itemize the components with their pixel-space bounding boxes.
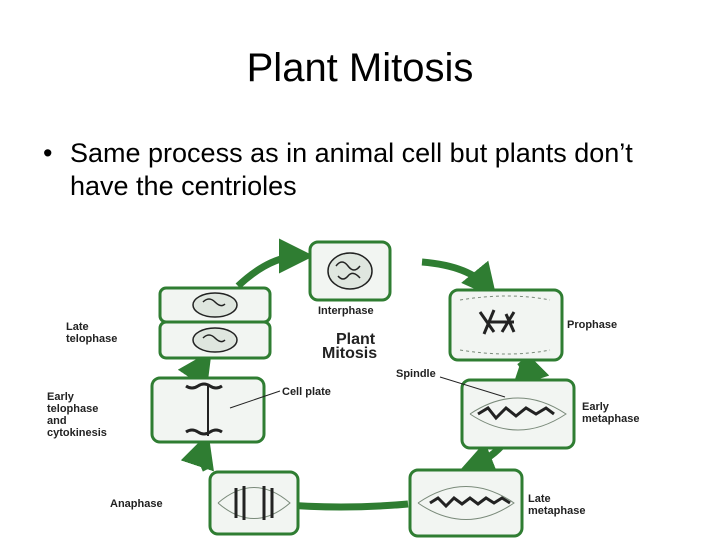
- label-late-telophase-line2: telophase: [66, 333, 117, 345]
- label-early-metaphase-line2: metaphase: [582, 413, 639, 425]
- arrow-telophase-to-late-telophase: [177, 350, 212, 390]
- label-late-metaphase-line1: Late: [528, 493, 551, 505]
- center-label-plant: Plant: [336, 331, 376, 348]
- label-early-telophase-line4: cytokinesis: [47, 427, 107, 439]
- prophase-cell: [448, 288, 564, 362]
- label-early-metaphase-line1: Early: [582, 401, 610, 413]
- arrow-late-telophase-to-interphase: [235, 238, 314, 289]
- cell-plate-pointer-line: [229, 390, 281, 409]
- arrow-prophase-to-metaphase: [512, 350, 550, 388]
- bullet-text: Same process as in animal cell but plant…: [70, 138, 633, 201]
- label-anaphase: Anaphase: [110, 498, 163, 510]
- early-telophase-cell: [150, 376, 266, 444]
- late-metaphase-cell: [408, 468, 524, 538]
- early-metaphase-cell: [460, 378, 576, 450]
- bullet-marker: •: [43, 138, 53, 168]
- label-late-metaphase-line2: metaphase: [528, 505, 585, 517]
- anaphase-cell: [208, 470, 300, 536]
- arrow-interphase-to-prophase: [421, 258, 497, 299]
- bullet-item: • Same process as in animal cell but pla…: [43, 137, 683, 203]
- plant-mitosis-diagram: Interphase Plant Mitosis Prophase Spindl…: [47, 238, 639, 538]
- center-label-mitosis: Mitosis: [322, 345, 377, 362]
- label-spindle: Spindle: [396, 368, 436, 380]
- label-interphase: Interphase: [318, 305, 374, 317]
- label-early-telophase-line1: Early: [47, 391, 75, 403]
- label-early-telophase-line2: telophase: [47, 403, 98, 415]
- label-late-telophase-line1: Late: [66, 321, 89, 333]
- spindle-pointer-line: [439, 376, 506, 398]
- interphase-cell: [308, 240, 392, 302]
- label-prophase: Prophase: [567, 319, 617, 331]
- arrow-anaphase-to-telophase: [180, 432, 214, 472]
- label-early-telophase-line3: and: [47, 415, 67, 427]
- late-telophase-cells: [158, 286, 272, 360]
- label-cell-plate: Cell plate: [282, 386, 331, 398]
- slide-title: Plant Mitosis: [246, 46, 474, 90]
